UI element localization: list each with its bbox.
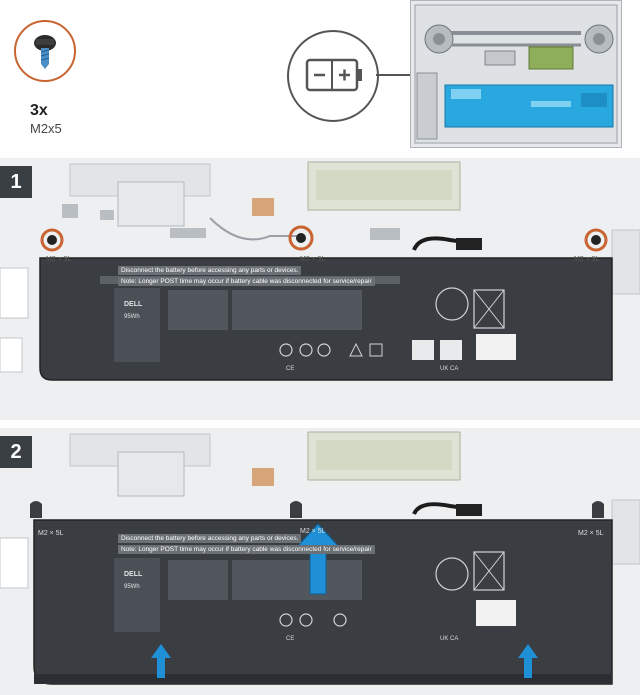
step-1-screw-left (40, 228, 64, 252)
screw-quantity: 3x (30, 102, 48, 119)
step-1-screw-right (584, 228, 608, 252)
step-1-warning-line-1: Disconnect the battery before accessing … (118, 266, 302, 275)
step-2-ukca-mark: UK CA (440, 636, 459, 642)
step-2-panel: DELL 95Wh 2 M2 × 5L M2 × 5L M2 × 5L Disc… (0, 428, 640, 695)
step-1-warning-line-2: Note: Longer POST time may occur if batt… (118, 277, 375, 286)
step-1-screw-label-middle: M2 × 5L (300, 256, 326, 263)
step-1-ce-mark: CE (286, 366, 295, 372)
step-2-lift-arrow-left (151, 644, 171, 678)
laptop-overview-drawing (414, 4, 618, 144)
step-2-ce-mark: CE (286, 636, 295, 642)
step-1-panel: DELL 95Wh 1 M2 × (0, 158, 640, 420)
step-2-screw-label-left: M2 × 5L (38, 530, 64, 537)
laptop-overview (410, 0, 622, 148)
step-2-screw-label-middle: M2 × 5L (300, 528, 326, 535)
step-2-warning-line-1: Disconnect the battery before accessing … (118, 534, 302, 543)
step-1-screw-label-right: M2 × 5L (574, 256, 600, 263)
screw-icon (34, 35, 56, 69)
step-2-warning-line-2: Note: Longer POST time may occur if batt… (118, 545, 375, 554)
step-2-capacity: 95Wh (124, 584, 140, 590)
step-2-number: 2 (0, 436, 32, 468)
screw-callout (14, 20, 76, 82)
callout-connector (376, 74, 428, 76)
step-2-screw-label-right: M2 × 5L (578, 530, 604, 537)
step-2-lift-arrow-right (518, 644, 538, 678)
step-1-drawing: DELL 95Wh (0, 158, 640, 420)
step-1-ukca-mark: UK CA (440, 366, 459, 372)
screw-size: M2x5 (30, 121, 62, 136)
step-1-screw-middle (288, 225, 314, 251)
step-1-screw-label-left: M2 × 5L (46, 256, 72, 263)
step-2-dell-logo: DELL (124, 571, 143, 578)
battery-icon (305, 58, 362, 92)
step-1-dell-logo: DELL (124, 301, 143, 308)
step-2-drawing: DELL 95Wh (0, 428, 640, 695)
battery-symbol-callout (287, 30, 379, 122)
step-1-number: 1 (0, 166, 32, 198)
step-1-capacity: 95Wh (124, 314, 140, 320)
